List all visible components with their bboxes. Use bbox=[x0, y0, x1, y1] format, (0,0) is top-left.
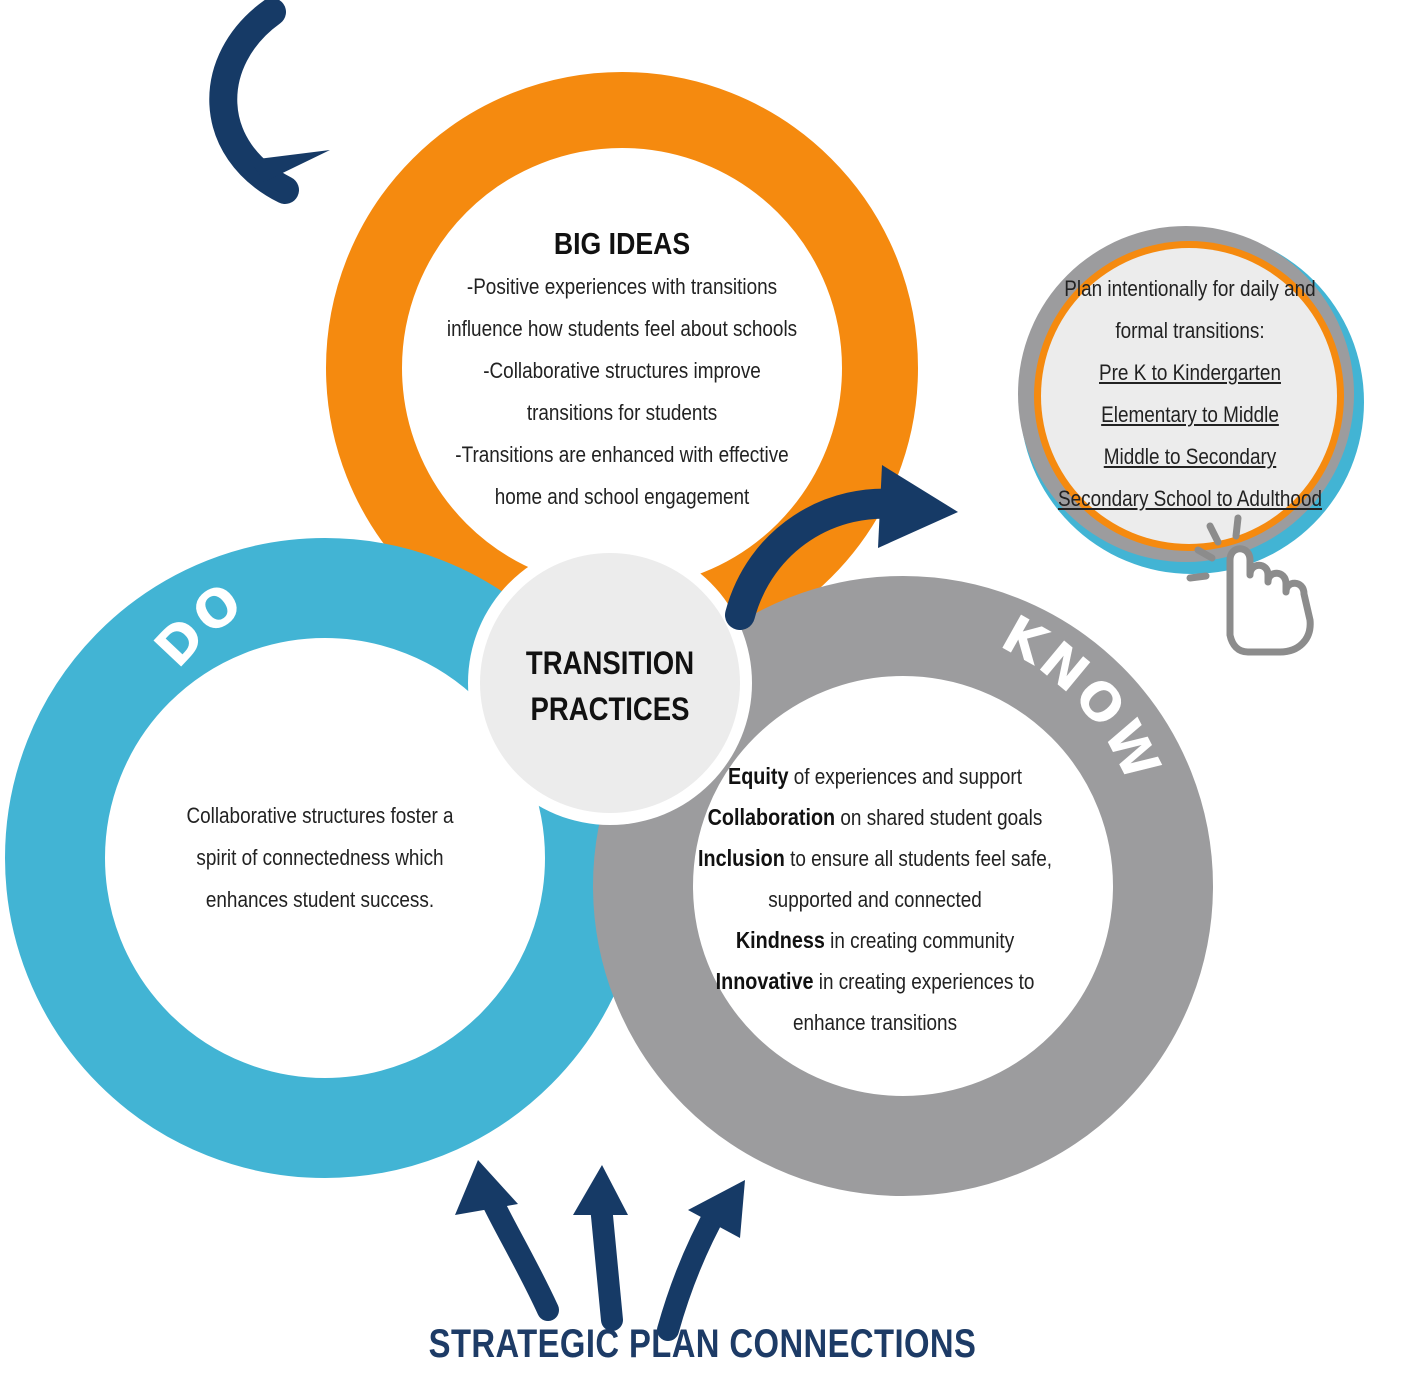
upward-arrows-icon bbox=[455, 1160, 745, 1341]
know-item: Innovative in creating experiences to bbox=[715, 968, 1035, 994]
know-item: supported and connected bbox=[768, 887, 982, 912]
strategic-plan-connections-title: STRATEGIC PLAN CONNECTIONS bbox=[428, 1322, 977, 1366]
curved-arrow-top-left-icon bbox=[209, 0, 330, 204]
center-label-line1: TRANSITION bbox=[525, 645, 695, 681]
understand-ring-label: UNDERSTAND bbox=[416, 0, 853, 79]
know-item: Kindness in creating community bbox=[735, 927, 1015, 953]
center-label: TRANSITION PRACTICES bbox=[490, 640, 730, 732]
big-ideas-line: home and school engagement bbox=[494, 484, 750, 509]
do-line: spirit of connectedness which bbox=[196, 845, 444, 870]
know-item: enhance transitions bbox=[792, 1010, 958, 1035]
know-ring bbox=[593, 576, 1213, 1196]
link-prek-to-kindergarten[interactable]: Pre K to Kindergarten bbox=[1099, 360, 1281, 385]
big-ideas-list: -Positive experiences with transitions i… bbox=[424, 266, 820, 518]
big-ideas-line: -Positive experiences with transitions bbox=[466, 274, 778, 299]
know-item: Collaboration on shared student goals bbox=[707, 804, 1043, 830]
do-content: Collaborative structures foster a spirit… bbox=[120, 795, 520, 921]
hand-pointer-icon[interactable] bbox=[1186, 514, 1314, 656]
know-item: Equity of experiences and support bbox=[728, 763, 1022, 789]
big-ideas-line: transitions for students bbox=[526, 400, 718, 425]
link-middle-to-secondary[interactable]: Middle to Secondary bbox=[1103, 444, 1277, 469]
big-ideas-line: -Collaborative structures improve bbox=[483, 358, 761, 383]
understand-content: BIG IDEAS -Positive experiences with tra… bbox=[392, 222, 852, 518]
center-label-line2: PRACTICES bbox=[530, 691, 690, 727]
big-ideas-line: -Transitions are enhanced with effective bbox=[455, 442, 789, 467]
big-ideas-heading: BIG IDEAS bbox=[553, 226, 691, 261]
plan-intro-line2: formal transitions: bbox=[1115, 318, 1265, 343]
center-circle bbox=[480, 553, 740, 813]
link-elementary-to-middle[interactable]: Elementary to Middle bbox=[1101, 402, 1279, 427]
big-ideas-line: influence how students feel about school… bbox=[446, 316, 798, 341]
do-line: enhances student success. bbox=[205, 887, 435, 912]
curved-arrow-to-plan-icon bbox=[725, 465, 958, 630]
plan-content: Plan intentionally for daily and formal … bbox=[1015, 268, 1365, 520]
link-secondary-to-adulthood[interactable]: Secondary School to Adulthood bbox=[1057, 486, 1323, 511]
know-content: Equity of experiences and support Collab… bbox=[640, 756, 1110, 1043]
do-line: Collaborative structures foster a bbox=[186, 803, 454, 828]
plan-intro-line1: Plan intentionally for daily and bbox=[1064, 276, 1316, 301]
plan-circle bbox=[1041, 248, 1337, 544]
know-item: Inclusion to ensure all students feel sa… bbox=[698, 845, 1052, 871]
